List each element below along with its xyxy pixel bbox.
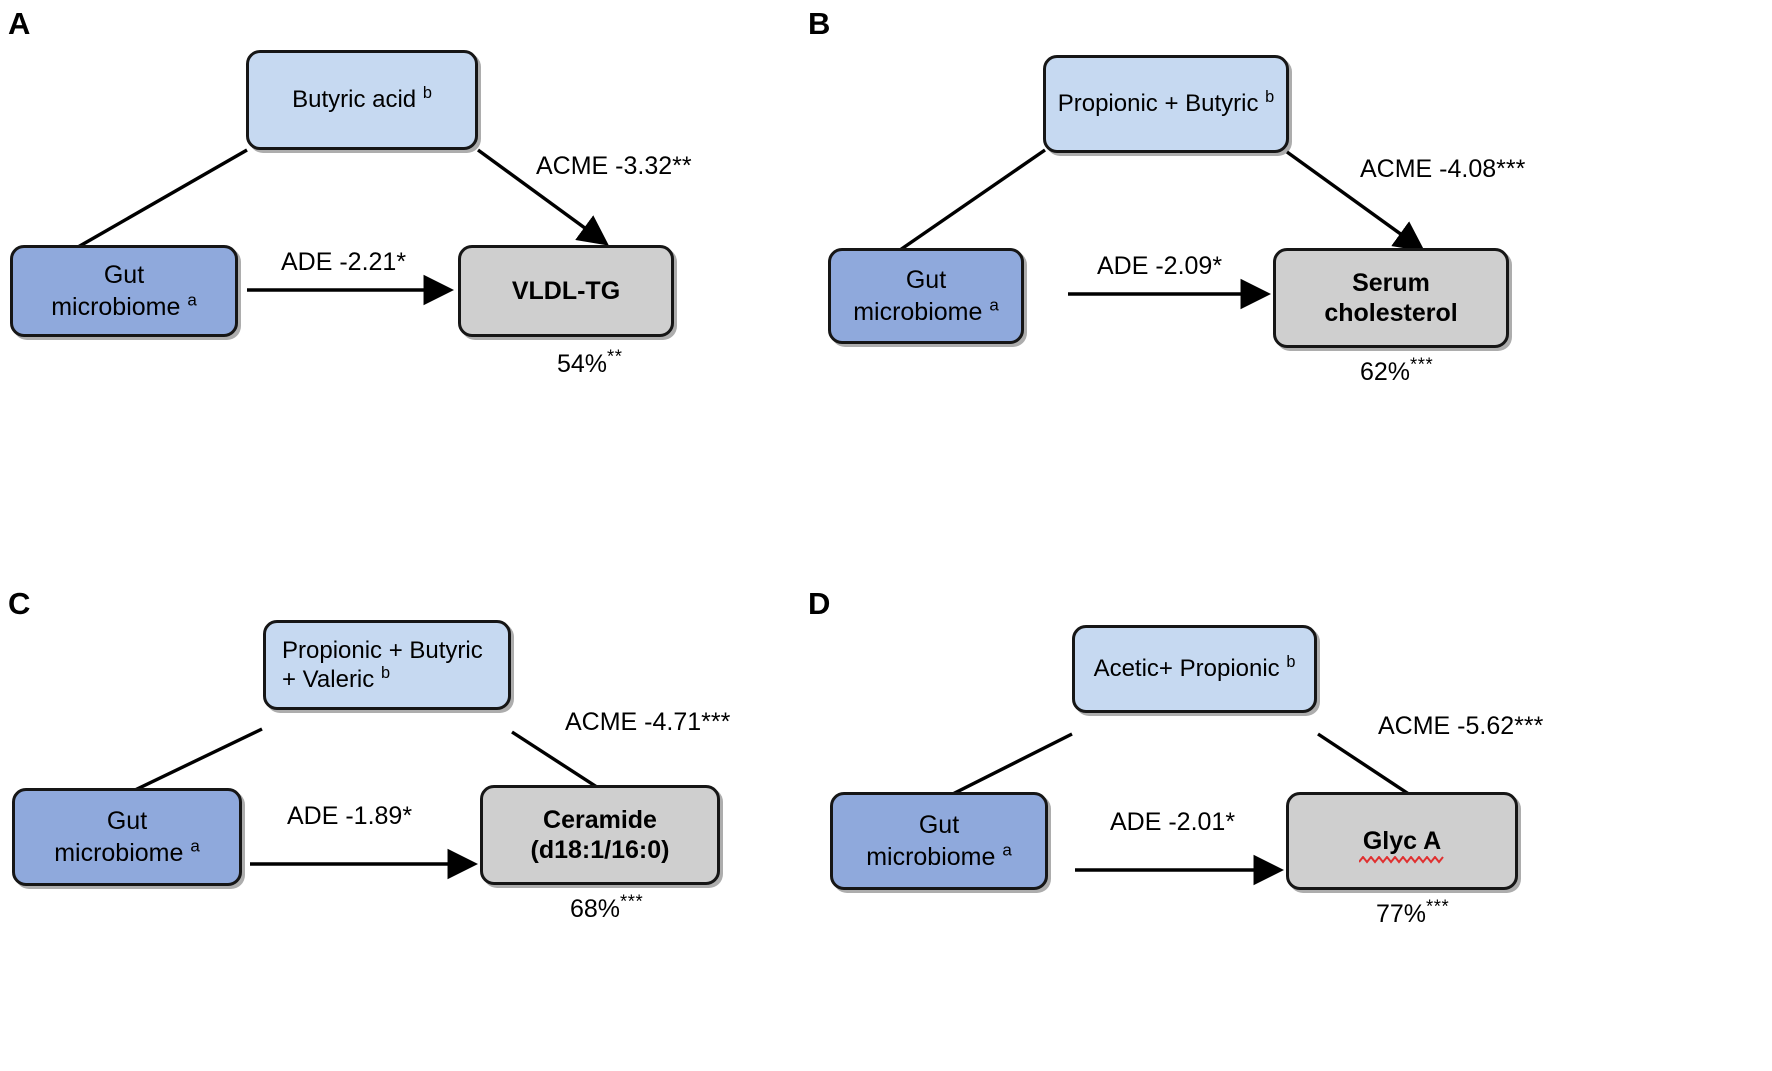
acme-label: ACME -3.32** [536, 152, 692, 180]
mediator-label: Propionic + Butyric b [1057, 88, 1275, 118]
mediator-box: Acetic+ Propionic b [1072, 625, 1317, 713]
exposure-label: Gut microbiome a [866, 811, 1012, 871]
ade-label: ADE -2.21* [281, 248, 407, 276]
ade-label: ADE -1.89* [287, 802, 413, 830]
outcome-label: Ceramide (d18:1/16:0) [530, 806, 670, 864]
exposure-box: Gut microbiome a [828, 248, 1024, 344]
panel-a-arrows [77, 148, 609, 306]
panel-c: C Propionic + Butyric + Valeric b Gut mi… [0, 580, 886, 1071]
mediator-label: Acetic+ Propionic b [1093, 653, 1296, 683]
proportion-mediated-label: 62%*** [1360, 353, 1434, 386]
acme-label: ACME -4.08*** [1360, 155, 1526, 183]
panel-d: D Acetic+ Propionic b Gut microbiome a [800, 580, 1686, 1071]
exposure-label: Gut microbiome a [54, 807, 200, 867]
panel-letter-a: A [8, 6, 31, 41]
exposure-box: Gut microbiome a [830, 792, 1048, 890]
proportion-mediated-label: 77%*** [1376, 895, 1450, 928]
arrow-mediator-to-outcome [1286, 150, 1425, 252]
arrow-exposure-to-mediator [77, 148, 248, 249]
outcome-box: VLDL-TG [458, 245, 674, 337]
outcome-label: Glyc A [1358, 826, 1444, 864]
exposure-label: Gut microbiome a [51, 261, 197, 321]
outcome-box: Glyc A [1286, 792, 1518, 890]
panel-b-arrows [899, 148, 1425, 310]
panel-b: B Propionic + Butyric b Gut microbiome a [800, 0, 1686, 535]
mediator-box: Propionic + Butyric + Valeric b [263, 620, 511, 710]
outcome-label: Serum cholesterol [1324, 269, 1458, 327]
proportion-mediated-label: 68%*** [570, 890, 644, 923]
exposure-label: Gut microbiome a [853, 266, 999, 326]
exposure-box: Gut microbiome a [10, 245, 238, 337]
panel-letter-b: B [808, 6, 831, 41]
spellcheck-squiggle-icon [1358, 856, 1444, 864]
acme-label: ACME -4.71*** [565, 708, 731, 736]
mediator-label: Propionic + Butyric + Valeric b [282, 636, 483, 693]
arrow-exposure-to-mediator [899, 148, 1046, 252]
ade-label: ADE -2.01* [1110, 808, 1236, 836]
outcome-box: Serum cholesterol [1273, 248, 1509, 348]
panel-letter-c: C [8, 586, 31, 621]
outcome-label: VLDL-TG [511, 277, 621, 305]
proportion-mediated-label: 54%** [557, 345, 623, 378]
mediator-label: Butyric acid b [292, 84, 432, 114]
mediator-box: Butyric acid b [246, 50, 478, 150]
outcome-box: Ceramide (d18:1/16:0) [480, 785, 720, 885]
mediator-box: Propionic + Butyric b [1043, 55, 1289, 153]
acme-label: ACME -5.62*** [1378, 712, 1544, 740]
panel-letter-d: D [808, 586, 831, 621]
arrow-mediator-to-outcome [476, 148, 609, 246]
ade-label: ADE -2.09* [1097, 252, 1223, 280]
exposure-box: Gut microbiome a [12, 788, 242, 886]
panel-a: A Butyric acid b Gut microbio [0, 0, 886, 535]
